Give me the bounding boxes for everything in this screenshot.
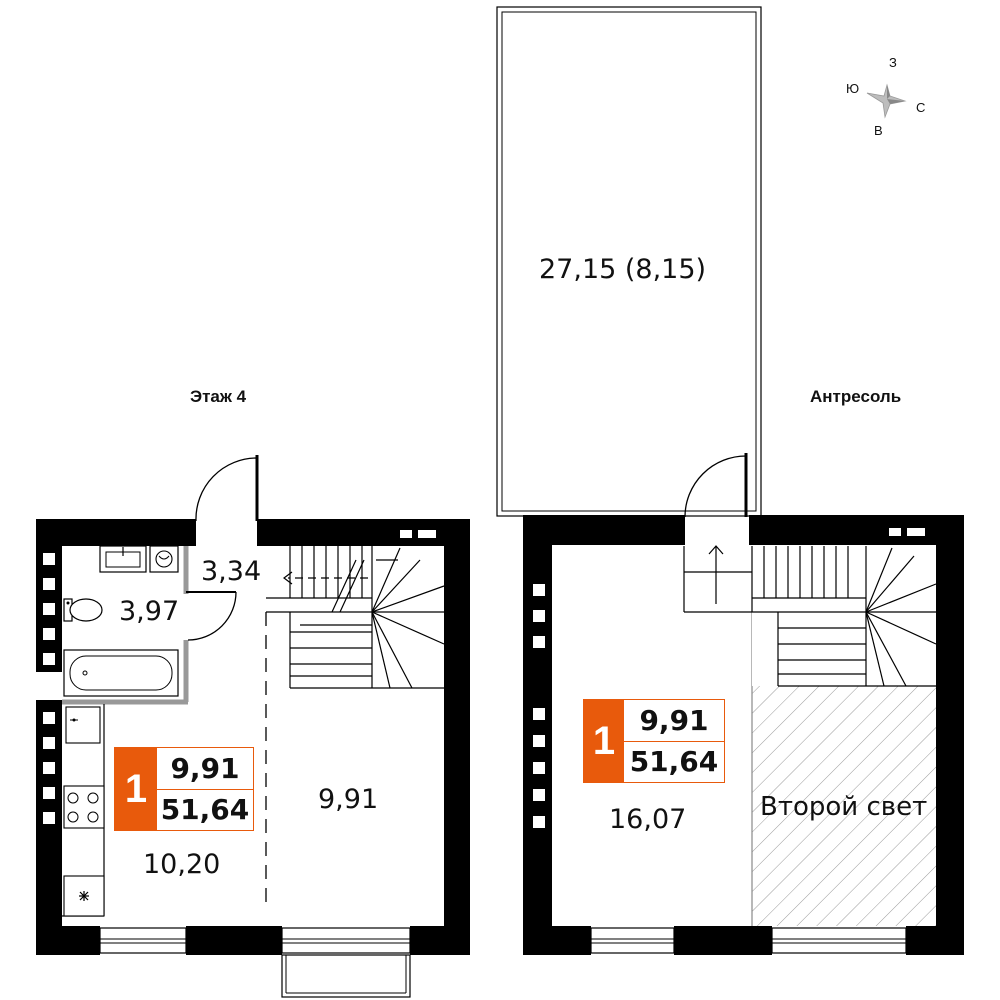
sink-icon [65,706,101,744]
sink-icon [99,545,147,573]
floor4-plan [36,455,470,998]
wall [444,519,470,955]
washer-icon [149,545,179,573]
room-area-bathroom: 3,97 [119,596,180,627]
badge-values: 9,91 51,64 [624,700,724,782]
room-area-living: 9,91 [318,784,379,815]
compass-west: З [889,55,897,70]
stove-icon [63,785,105,829]
fridge-icon [63,875,105,917]
compass-rose-icon [866,83,907,119]
wall [752,515,964,545]
terrace [496,6,762,517]
toilet-icon [63,598,103,622]
badge-room-count: 1 [115,748,157,830]
french-balcony [281,954,411,998]
room-area-kitchen: 10,20 [143,849,221,880]
room-area-terrace: 27,15 (8,15) [539,254,707,285]
wall [906,926,964,955]
compass-south: Ю [846,81,860,96]
wall [523,926,591,955]
compass-north: С [916,100,926,115]
badge-total-area: 51,64 [160,793,250,827]
mezzanine-plan [496,6,964,955]
room-area-mezzanine: 16,07 [609,804,687,835]
wall [674,926,772,955]
wall [260,519,470,546]
badge-values: 9,91 51,64 [157,748,253,830]
floor4-title: Этаж 4 [190,387,247,406]
bathtub-icon [63,649,179,697]
room-area-corridor: 3,34 [201,556,262,587]
wall [410,926,470,955]
wall [186,926,282,955]
badge-living-area: 9,91 [157,748,253,790]
badge-room-count: 1 [584,700,624,782]
badge-total-area: 51,64 [629,745,719,779]
mezzanine-title: Антресоль [810,387,902,406]
wall [36,926,100,955]
badge-living-area: 9,91 [624,700,724,742]
apartment-badge: 1 9,91 51,64 [114,747,254,831]
wall [936,515,964,955]
staircase [683,545,937,687]
staircase [266,546,445,689]
second-light-label: Второй свет [760,792,928,822]
wall [36,519,194,546]
apartment-badge-mezzanine: 1 9,91 51,64 [583,699,725,783]
compass-east: В [874,123,883,138]
